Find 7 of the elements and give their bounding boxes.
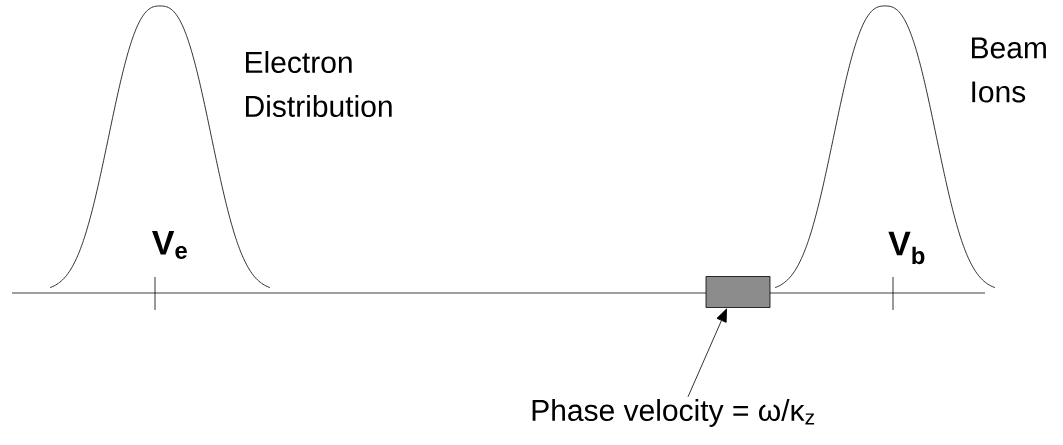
phase-velocity-marker: [705, 276, 771, 308]
velocity-label: V$_{e}$: [152, 231, 187, 259]
arrow: [687, 308, 727, 398]
caption-text: Phase velocity = ω/κ$_{z}$: [532, 399, 815, 427]
curve-label: Electron Distribution: [246, 51, 392, 117]
curve-label: Beam Ions: [972, 37, 1046, 103]
velocity-label: V$_{b}$: [888, 231, 925, 265]
